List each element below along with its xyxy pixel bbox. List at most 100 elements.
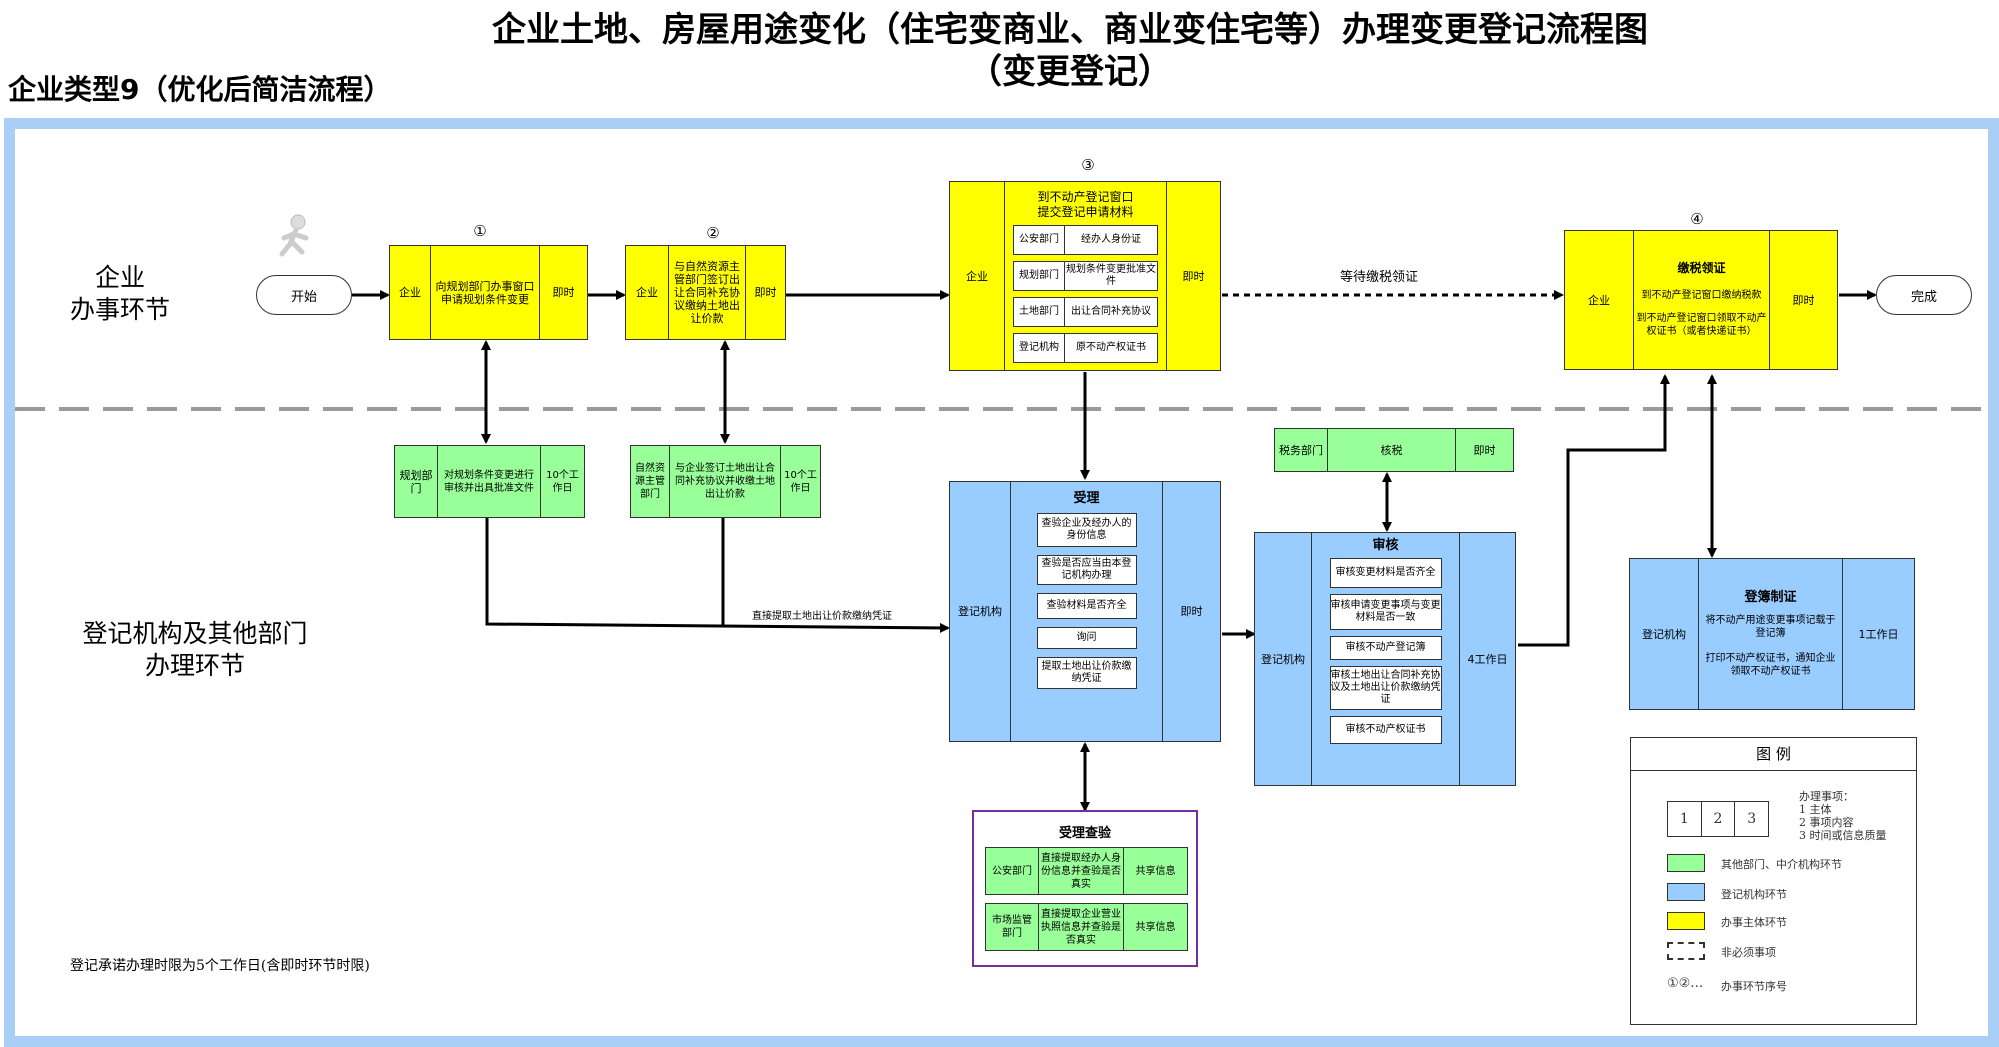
- check-row: 公安部门直接提取经办人身份信息并查验是否真实共享信息: [985, 847, 1188, 895]
- accept-content: 受理 查验企业及经办人的身份信息查验是否应当由本登记机构办理查验材料是否齐全询问…: [1010, 482, 1162, 741]
- diagram-frame: [4, 118, 1999, 1047]
- legend-seq-label: 办事环节序号: [1721, 980, 1787, 993]
- tax-time: 即时: [1455, 429, 1513, 471]
- step3-box: 企业 到不动产登记窗口提交登记申请材料 公安部门经办人身份证规划部门规划条件变更…: [949, 181, 1221, 371]
- accept-item: 提取土地出让价款缴纳凭证: [1036, 657, 1137, 689]
- step3-row-dept: 规划部门: [1013, 261, 1065, 291]
- step3-row-dept: 公安部门: [1013, 225, 1065, 255]
- runner-icon: [279, 214, 309, 257]
- page-subtitle: 企业类型9（优化后简洁流程）: [8, 73, 392, 106]
- step3-row-item: 出让合同补充协议: [1065, 297, 1158, 327]
- check-row: 市场监管部门直接提取企业营业执照信息并查验是否真实共享信息: [985, 903, 1188, 951]
- step2-time: 即时: [745, 246, 785, 339]
- page-title-line2: （变更登记）: [968, 52, 1172, 92]
- step3-row-item: 原不动产权证书: [1065, 333, 1158, 363]
- step1-subject: 企业: [399, 286, 421, 299]
- step3-row: 规划部门规划条件变更批准文件: [1013, 261, 1158, 291]
- register-time: 1工作日: [1842, 559, 1914, 709]
- legend-dashed-swatch: [1667, 942, 1705, 960]
- step3-subject: 企业: [966, 269, 988, 283]
- register-box: 登记机构 登簿制证 将不动产用途变更事项记载于登记簿 打印不动产权证书，通知企业…: [1629, 558, 1915, 710]
- legend-title: 图 例: [1631, 738, 1916, 771]
- step-number-3: ③: [1081, 156, 1095, 174]
- check-row-content: 直接提取企业营业执照信息并查验是否真实: [1038, 904, 1123, 950]
- register-dept: 登记机构: [1642, 627, 1686, 641]
- check-heading: 受理查验: [1058, 826, 1111, 841]
- review-item: 审核土地出让合同补充协议及土地出让价款缴纳凭证: [1329, 666, 1442, 710]
- step3-row: 土地部门出让合同补充协议: [1013, 297, 1158, 327]
- legend-yellow-swatch: [1667, 912, 1705, 930]
- check-row-dept: 市场监管部门: [992, 915, 1032, 939]
- review-item: 审核不动产权证书: [1329, 716, 1442, 744]
- step1-time: 即时: [539, 246, 587, 339]
- step3-row-dept: 登记机构: [1013, 333, 1065, 363]
- end-node: 完成: [1876, 275, 1972, 315]
- legend-yellow-label: 办事主体环节: [1721, 916, 1787, 929]
- direct-label: 直接提取土地出让价款缴纳凭证: [752, 611, 892, 622]
- review-item: 审核变更材料是否齐全: [1329, 558, 1442, 588]
- page-title: 企业土地、房屋用途变化（住宅变商业、商业变住宅等）办理变更登记流程图: [492, 10, 1648, 50]
- step2-subject: 企业: [636, 286, 658, 299]
- check-row-note: 共享信息: [1123, 848, 1187, 894]
- step3-content: 到不动产登记窗口提交登记申请材料 公安部门经办人身份证规划部门规划条件变更批准文…: [1004, 182, 1166, 370]
- accept-dept: 登记机构: [958, 605, 1002, 618]
- step3-time: 即时: [1166, 182, 1220, 370]
- step4-box: 企业 缴税领证 到不动产登记窗口缴纳税款 到不动产登记窗口领取不动产权证书（或者…: [1564, 230, 1838, 370]
- line-g1-accept: [485, 518, 950, 633]
- review-item: 审核申请变更事项与变更材料是否一致: [1329, 594, 1442, 630]
- g1-box: 规划部门 对规划条件变更进行审核并出具批准文件 10个工作日: [394, 445, 585, 518]
- start-node: 开始: [256, 275, 352, 315]
- check-row-content: 直接提取经办人身份信息并查验是否真实: [1038, 848, 1123, 894]
- g1-time: 10个工作日: [540, 446, 584, 517]
- g2-content: 与企业签订土地出让合同补充协议并收缴土地出让价款: [669, 446, 780, 517]
- wait-label: 等待缴税领证: [1340, 270, 1419, 285]
- step-number-1: ①: [473, 222, 487, 240]
- step-number-2: ②: [706, 224, 720, 242]
- legend-blue-label: 登记机构环节: [1721, 888, 1787, 901]
- accept-time: 即时: [1162, 482, 1220, 741]
- step3-row-item: 规划条件变更批准文件: [1065, 261, 1158, 291]
- step3-row: 登记机构原不动产权证书: [1013, 333, 1158, 363]
- step3-row-dept: 土地部门: [1013, 297, 1065, 327]
- g2-dept: 自然资源主管部门: [635, 463, 665, 500]
- accept-item: 查验企业及经办人的身份信息: [1036, 513, 1137, 547]
- step4-time: 即时: [1769, 231, 1837, 369]
- lane-label-agency: 登记机构及其他部门办理环节: [82, 619, 308, 680]
- review-dept: 登记机构: [1261, 652, 1305, 666]
- footnote: 登记承诺办理时限为5个工作日(含即时环节时限): [70, 958, 370, 974]
- step4-content: 缴税领证 到不动产登记窗口缴纳税款 到不动产登记窗口领取不动产权证书（或者快递证…: [1633, 231, 1769, 369]
- step3-row: 公安部门经办人身份证: [1013, 225, 1158, 255]
- step-number-4: ④: [1690, 210, 1704, 228]
- step4-subject: 企业: [1588, 293, 1610, 307]
- check-row-note: 共享信息: [1123, 904, 1187, 950]
- accept-item: 查验材料是否齐全: [1036, 593, 1137, 619]
- legend-sample-box: 1 2 3: [1667, 801, 1769, 837]
- step2-content: 与自然资源主管部门签订出让合同补充协议缴纳土地出让价款: [668, 246, 745, 339]
- legend-green-label: 其他部门、中介机构环节: [1721, 858, 1842, 871]
- accept-box: 登记机构 受理 查验企业及经办人的身份信息查验是否应当由本登记机构办理查验材料是…: [949, 481, 1221, 742]
- legend: 图 例 1 2 3 办理事项： 1 主体 2 事项内容 3 时间或信息质量 其他…: [1630, 737, 1917, 1025]
- review-time: 4工作日: [1459, 533, 1515, 785]
- check-box: 受理查验 公安部门直接提取经办人身份信息并查验是否真实共享信息市场监管部门直接提…: [972, 810, 1198, 967]
- step2-box: 企业 与自然资源主管部门签订出让合同补充协议缴纳土地出让价款 即时: [625, 245, 786, 340]
- review-box: 登记机构 审核 审核变更材料是否齐全审核申请变更事项与变更材料是否一致审核不动产…: [1254, 532, 1516, 786]
- legend-explain: 办理事项： 1 主体 2 事项内容 3 时间或信息质量: [1799, 790, 1887, 842]
- g2-box: 自然资源主管部门 与企业签订土地出让合同补充协议并收缴土地出让价款 10个工作日: [630, 445, 821, 518]
- g1-content: 对规划条件变更进行审核并出具批准文件: [437, 446, 540, 517]
- tax-content: 核税: [1327, 429, 1455, 471]
- check-row-dept: 公安部门: [992, 865, 1032, 877]
- register-content: 登簿制证 将不动产用途变更事项记载于登记簿 打印不动产权证书，通知企业领取不动产…: [1698, 559, 1842, 709]
- step1-content: 向规划部门办事窗口申请规划条件变更: [430, 246, 539, 339]
- legend-blue-swatch: [1667, 883, 1705, 901]
- tax-box: 税务部门 核税 即时: [1274, 428, 1514, 472]
- legend-seq-symbol: ①②…: [1667, 976, 1704, 991]
- accept-item: 查验是否应当由本登记机构办理: [1036, 555, 1137, 585]
- review-item: 审核不动产登记簿: [1329, 636, 1442, 660]
- g2-time: 10个工作日: [780, 446, 820, 517]
- lane-label-enterprise: 企业办事环节: [69, 263, 170, 324]
- tax-dept: 税务部门: [1279, 443, 1323, 457]
- review-content: 审核 审核变更材料是否齐全审核申请变更事项与变更材料是否一致审核不动产登记簿审核…: [1311, 533, 1459, 785]
- step1-box: 企业 向规划部门办事窗口申请规划条件变更 即时: [389, 245, 588, 340]
